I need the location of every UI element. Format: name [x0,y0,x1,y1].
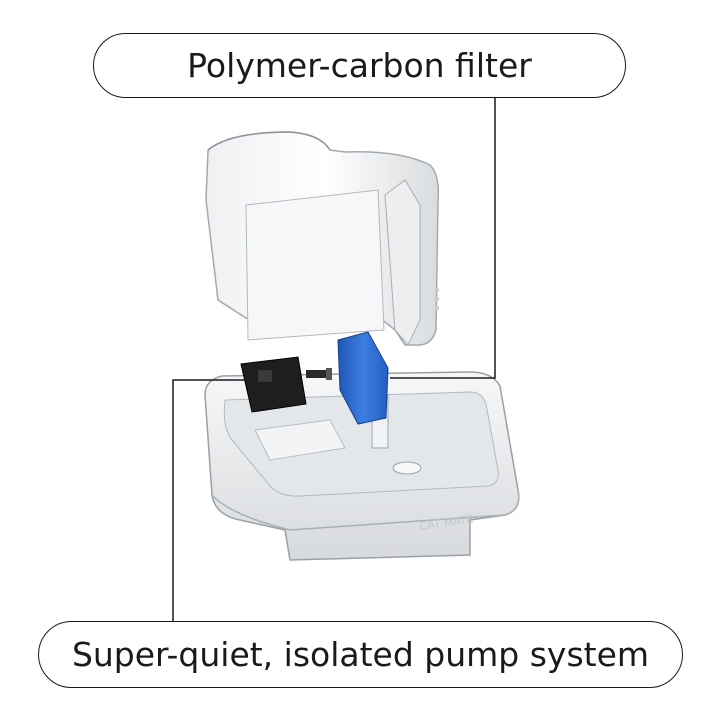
pump-callout-text: Super-quiet, isolated pump system [71,635,650,674]
pump-icon [240,356,332,413]
upper-reservoir [205,131,440,346]
filter-callout: Polymer-carbon filter [93,33,626,98]
pump-callout: Super-quiet, isolated pump system [38,621,683,688]
pump-leader-line [172,379,245,621]
callout-lines [172,98,496,621]
filter-icon [337,331,389,425]
base-tray: CAT MATE [204,371,520,561]
filter-callout-text: Polymer-carbon filter [187,46,532,85]
filter-leader-line [390,98,496,379]
